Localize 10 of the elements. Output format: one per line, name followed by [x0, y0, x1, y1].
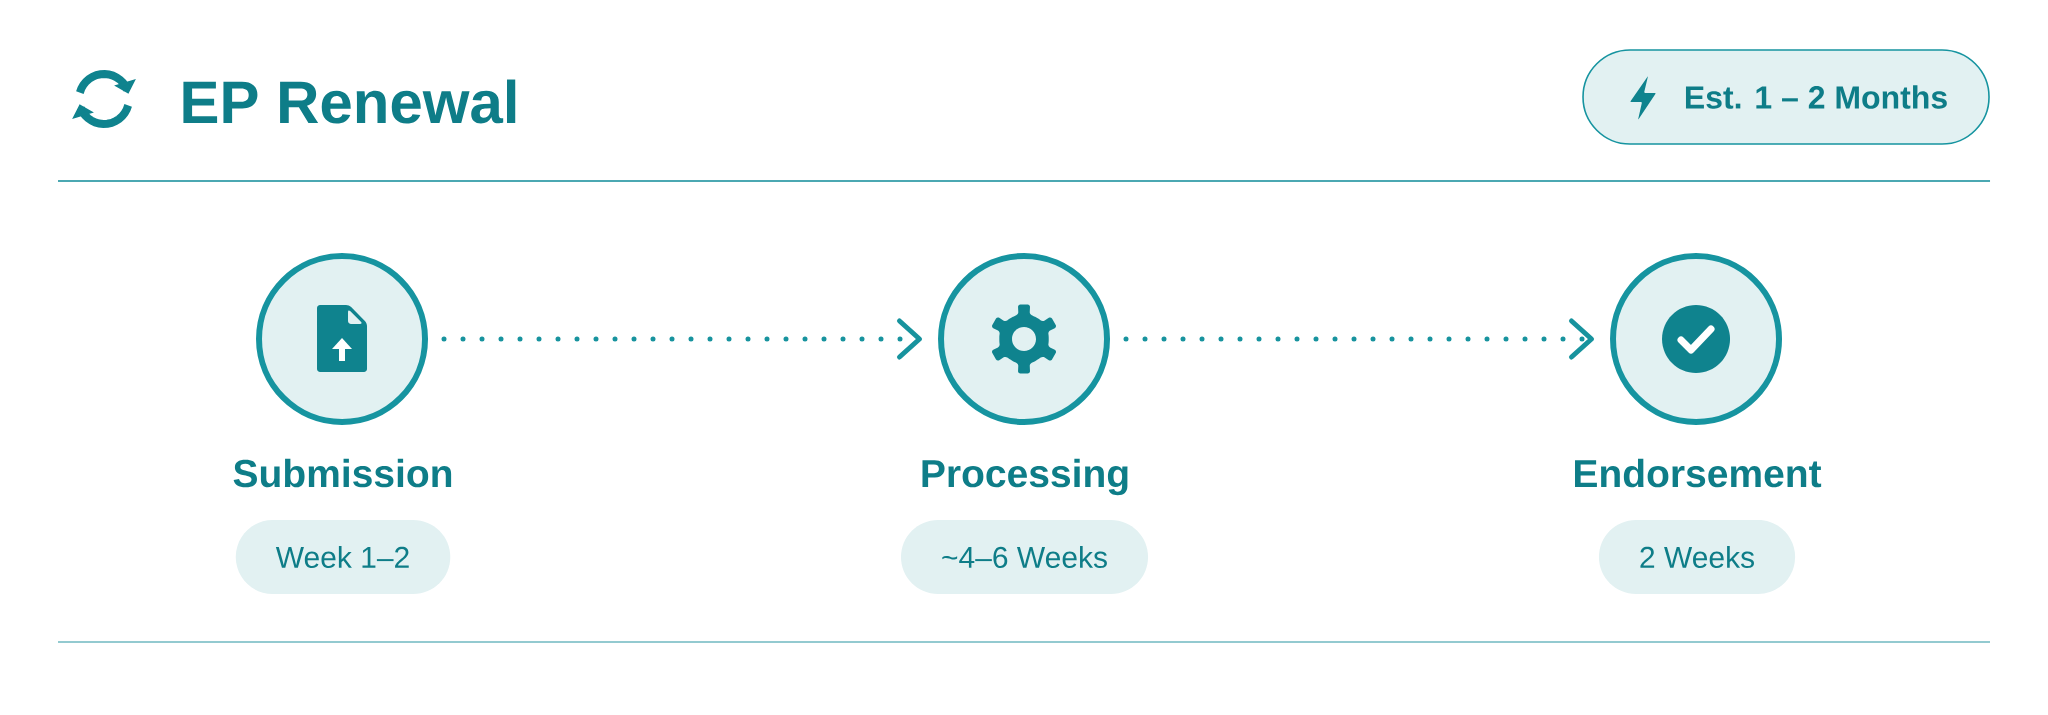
- duration-pill: 2 Weeks: [1598, 520, 1796, 594]
- step-title: Endorsement: [1575, 458, 1822, 488]
- duration-pill: Week 1–2: [235, 520, 451, 594]
- dotted-arrow: [441, 318, 922, 360]
- estimate-badge: Est. 1 – 2 Months: [1582, 49, 1990, 145]
- step-title: Submission: [233, 458, 452, 488]
- dotted-arrow: [1123, 318, 1594, 360]
- step-title: Processing: [922, 458, 1128, 496]
- duration-pill: ~4–6 Weeks: [901, 520, 1149, 594]
- title: EP Renewal: [183, 79, 516, 124]
